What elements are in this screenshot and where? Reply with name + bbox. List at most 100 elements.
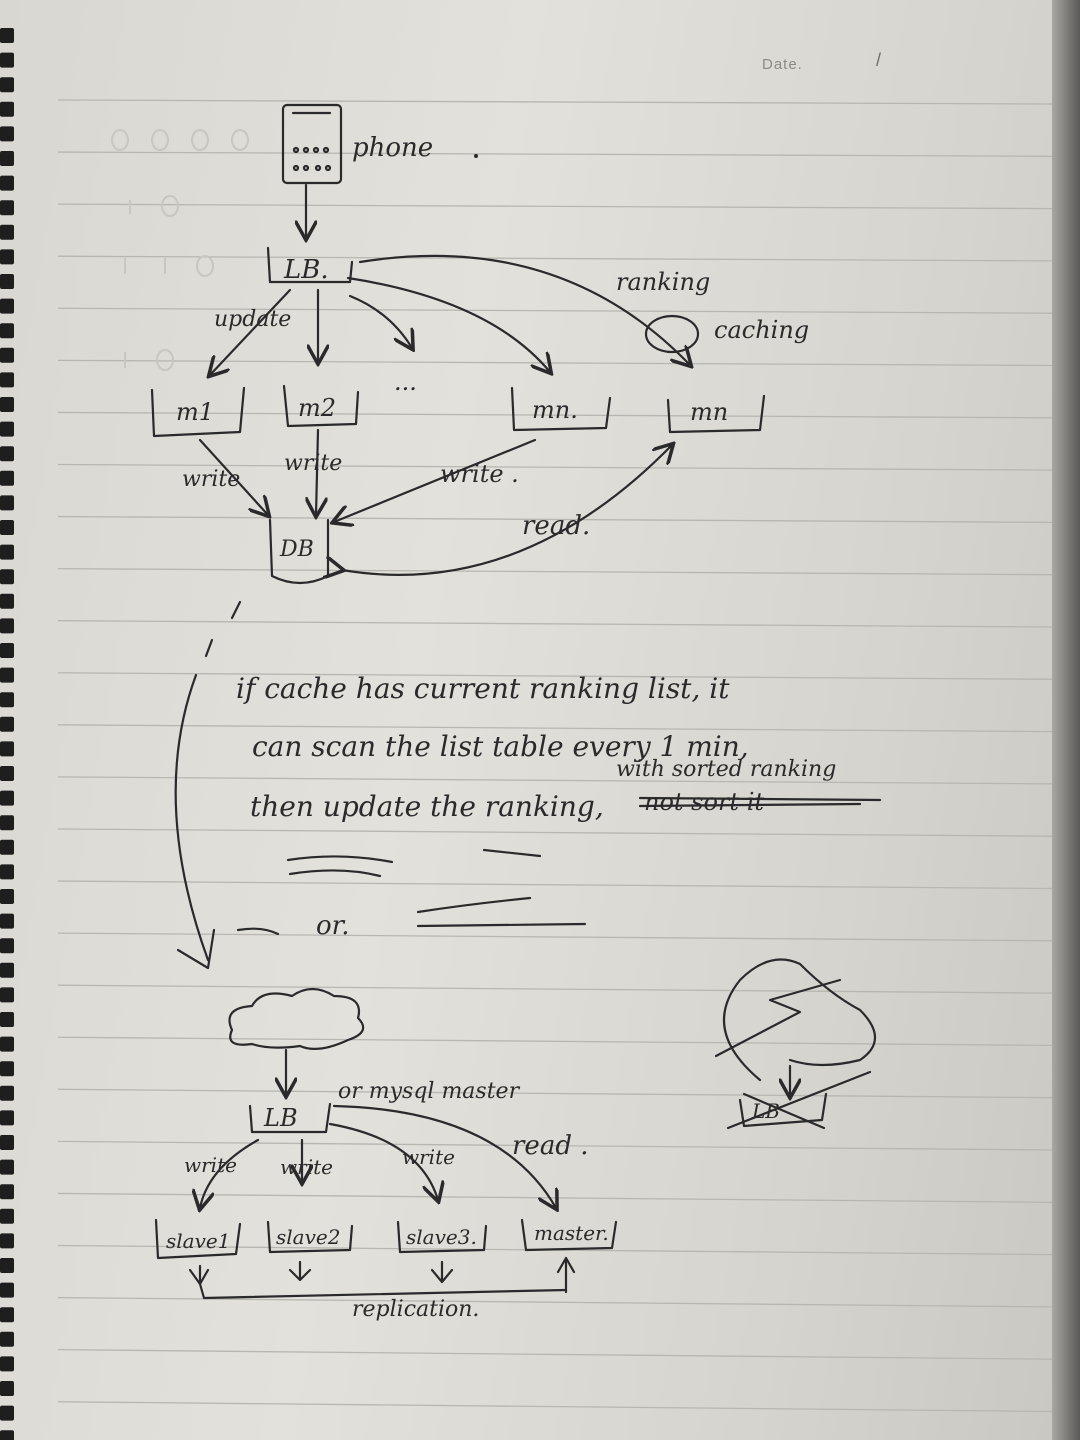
write-label-slave1: write	[184, 1153, 237, 1177]
strike-fast-table-2	[416, 922, 587, 928]
binding-hole	[0, 1208, 14, 1224]
ruled-line	[57, 255, 1053, 262]
mn-box	[510, 386, 612, 432]
binding-hole	[0, 200, 14, 216]
binding-hole	[0, 1184, 14, 1200]
binding-hole	[0, 692, 14, 708]
node-m1-label: m1	[176, 398, 214, 426]
binding-hole	[0, 790, 14, 806]
strike-fast-table	[416, 896, 532, 914]
spiral-binding	[0, 28, 14, 1440]
ruled-line	[57, 567, 1053, 576]
notes-line-3: then update the ranking,	[250, 790, 604, 823]
write-label-slave2: write	[280, 1155, 333, 1179]
notes-line-2: can scan the list table every 1 min,	[252, 730, 749, 763]
ruled-line	[57, 99, 1053, 105]
db-cache-read-arrow	[342, 445, 672, 575]
lb-to-mn-arrow	[346, 276, 550, 372]
binding-hole	[0, 864, 14, 880]
ruled-line	[57, 776, 1053, 785]
ruled-line	[57, 828, 1053, 837]
lb2-label: LB	[263, 1104, 298, 1132]
lb2-box	[248, 1102, 332, 1134]
binding-hole	[0, 1356, 14, 1372]
master-box	[520, 1218, 618, 1252]
slave3-replication-arrow	[430, 1260, 454, 1284]
lb-to-cache-arrow	[358, 254, 690, 365]
binding-hole	[0, 347, 14, 363]
cross-out-line-2	[742, 1092, 826, 1130]
binding-hole	[0, 372, 14, 388]
binding-hole	[0, 126, 14, 142]
binding-hole	[0, 889, 14, 904]
ruled-line	[57, 620, 1053, 628]
binding-hole	[0, 101, 14, 117]
date-label: Date.	[762, 56, 803, 73]
binding-hole	[0, 913, 14, 929]
node-slave1-label: slave1	[166, 1229, 230, 1253]
crossed-lb-box	[738, 1092, 828, 1128]
binding-hole	[0, 224, 14, 240]
node-slave2-label: slave2	[276, 1225, 340, 1249]
scribble-2	[482, 848, 542, 858]
binding-hole	[0, 544, 14, 560]
ruled-line	[57, 672, 1053, 680]
read-label-master: read .	[512, 1131, 589, 1161]
crossed-cloud-icon	[722, 958, 876, 1082]
binding-hole	[0, 839, 14, 855]
binding-hole	[0, 1085, 14, 1101]
binding-hole	[0, 397, 14, 412]
binding-hole	[0, 249, 14, 265]
binding-hole	[0, 1430, 14, 1440]
ruled-line	[57, 1349, 1053, 1360]
notes-line-4: or.	[316, 911, 350, 941]
node-mn-label: mn.	[532, 396, 578, 424]
binding-hole	[0, 1282, 14, 1298]
date-value: /	[876, 50, 882, 70]
lb2-to-slave3-arrow	[328, 1122, 438, 1200]
ruled-line	[57, 932, 1053, 942]
margin-curve-arrow	[174, 673, 210, 962]
ruled-line	[57, 1401, 1053, 1413]
binding-hole	[0, 938, 14, 954]
binding-hole	[0, 741, 14, 757]
ruled-line	[57, 411, 1053, 419]
binding-hole	[0, 815, 14, 831]
binding-hole	[0, 667, 14, 683]
ruled-line	[57, 1140, 1053, 1151]
binding-hole	[0, 175, 14, 191]
cloud-icon	[228, 987, 365, 1051]
ruled-line	[57, 151, 1053, 157]
binding-hole	[0, 987, 14, 1003]
slave2-replication-arrow	[288, 1260, 312, 1282]
binding-hole	[0, 618, 14, 634]
node-m2-label: m2	[298, 394, 336, 422]
binding-hole	[0, 1405, 14, 1421]
binding-hole	[0, 593, 14, 609]
binding-hole	[0, 1110, 14, 1126]
slave1-box	[154, 1218, 242, 1260]
binding-hole	[0, 1036, 14, 1052]
cross-scribble	[714, 978, 842, 1058]
master-replication-arrow	[556, 1256, 576, 1294]
db-box	[268, 518, 330, 585]
phone-icon	[281, 103, 343, 185]
ruled-line	[57, 724, 1053, 733]
binding-hole	[0, 1061, 14, 1077]
cross-out-line-1	[726, 1070, 872, 1130]
m2-box	[282, 384, 360, 428]
strike-not-sort-2	[638, 802, 862, 808]
binding-hole	[0, 1135, 14, 1150]
binding-hole	[0, 1381, 14, 1396]
write-label-m1: write	[182, 467, 240, 492]
binding-hole	[0, 446, 14, 462]
binding-hole	[0, 470, 14, 486]
notes-line-3-insert: with sorted ranking	[616, 757, 836, 782]
caching-label: caching	[714, 316, 809, 344]
slave2-box	[266, 1220, 354, 1254]
crossed-lb-label: LB	[751, 1099, 780, 1123]
binding-hole	[0, 716, 14, 732]
ellipsis-label: ...	[394, 368, 417, 396]
